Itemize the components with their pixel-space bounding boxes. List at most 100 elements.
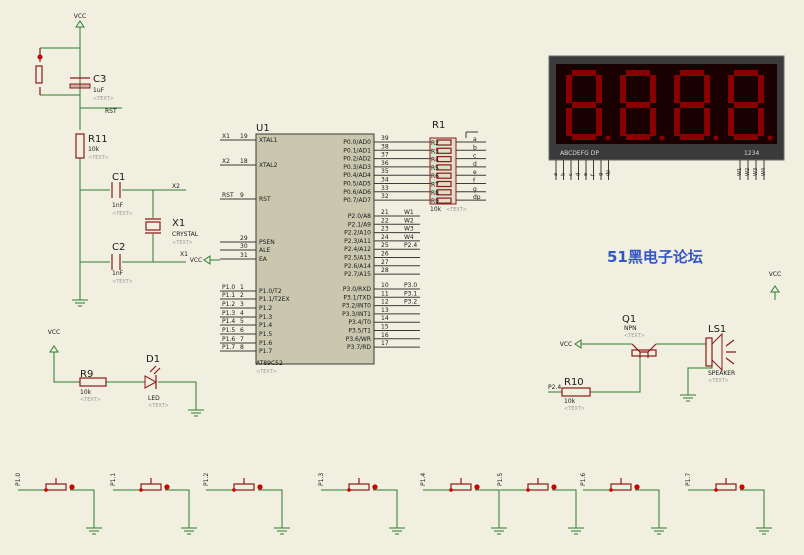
u1-pin-name: P1.7: [259, 348, 272, 355]
transistor-q1[interactable]: Q1 NPN <TEXT>: [622, 314, 657, 358]
vcc-led[interactable]: VCC: [48, 329, 60, 353]
resistor-r9[interactable]: R9 10k <TEXT>: [79, 369, 107, 403]
ground-symbol: [756, 527, 772, 535]
vcc-q1-label: VCC: [560, 341, 572, 348]
vcc-right[interactable]: VCC: [769, 271, 781, 300]
mcu-u1[interactable]: U1 AT89C52 <TEXT> XTAL119X1XTAL218X2RST9…: [220, 123, 432, 375]
display-decimal-point: [713, 135, 719, 141]
push-button[interactable]: P1.7: [685, 473, 772, 535]
u1-pin-net: W1: [404, 209, 414, 216]
push-button[interactable]: P1.3: [318, 473, 405, 535]
display-decimal-point: [605, 135, 611, 141]
led-d1[interactable]: D1 LED <TEXT>: [144, 354, 169, 409]
u1-part: AT89C52: [256, 360, 283, 367]
c2-placeholder: <TEXT>: [112, 279, 133, 285]
u1-pin-number: 15: [381, 324, 389, 331]
push-button[interactable]: P1.1: [110, 473, 197, 535]
reset-button[interactable]: [35, 48, 43, 95]
display-segment-pin-label: e: [583, 173, 589, 176]
push-button[interactable]: P1.0: [15, 473, 102, 535]
r10-net-label: P2.4: [548, 384, 561, 391]
r1-net-label: a: [473, 136, 477, 143]
display-digits-label: 1234: [744, 150, 759, 157]
q1-placeholder: <TEXT>: [624, 333, 645, 339]
speaker-ls1[interactable]: LS1 SPEAKER <TEXT>: [705, 324, 736, 384]
u1-pin-net: P1.7: [222, 344, 235, 351]
ground-led: [188, 409, 204, 417]
vcc-top[interactable]: VCC: [74, 13, 86, 28]
ground-speaker: [680, 394, 696, 402]
resistor-r10[interactable]: R10 10k <TEXT> P2.4: [548, 377, 591, 412]
d1-value: LED: [148, 395, 160, 402]
capacitor-c2[interactable]: C2 1nF <TEXT>: [111, 242, 133, 285]
vcc-led-label: VCC: [48, 329, 60, 336]
display-digit: [728, 70, 773, 141]
push-button[interactable]: P1.6: [580, 473, 667, 535]
u1-pin-net: P1.2: [222, 301, 235, 308]
crystal-x1[interactable]: X1 CRYSTAL <TEXT>: [145, 218, 199, 246]
u1-pin-net: W3: [404, 226, 414, 233]
push-button[interactable]: P1.2: [203, 473, 290, 535]
capacitor-c1[interactable]: C1 1nF <TEXT>: [111, 172, 133, 217]
u1-pin-name: P1.4: [259, 322, 272, 329]
resistor-r11[interactable]: R11 10k <TEXT>: [75, 133, 109, 161]
push-button[interactable]: P1.4: [420, 473, 507, 535]
u1-pin-number: 38: [381, 143, 389, 150]
push-button[interactable]: P1.5: [497, 473, 584, 535]
u1-pin-name: P1.5: [259, 331, 272, 338]
r10-ref: R10: [564, 377, 584, 388]
r1-element: [436, 164, 452, 171]
capacitor-c3[interactable]: C3 1uF <TEXT>: [69, 74, 114, 102]
r9-ref: R9: [80, 369, 93, 380]
x1-placeholder: <TEXT>: [172, 240, 193, 246]
display-segment: [566, 108, 572, 136]
u1-pin-net: P1.5: [222, 327, 235, 334]
push-button-net: P1.0: [15, 473, 22, 486]
vcc-q1[interactable]: VCC: [560, 339, 582, 349]
u1-pin-name: P1.6: [259, 340, 272, 347]
vcc-ea[interactable]: VCC: [190, 255, 211, 265]
